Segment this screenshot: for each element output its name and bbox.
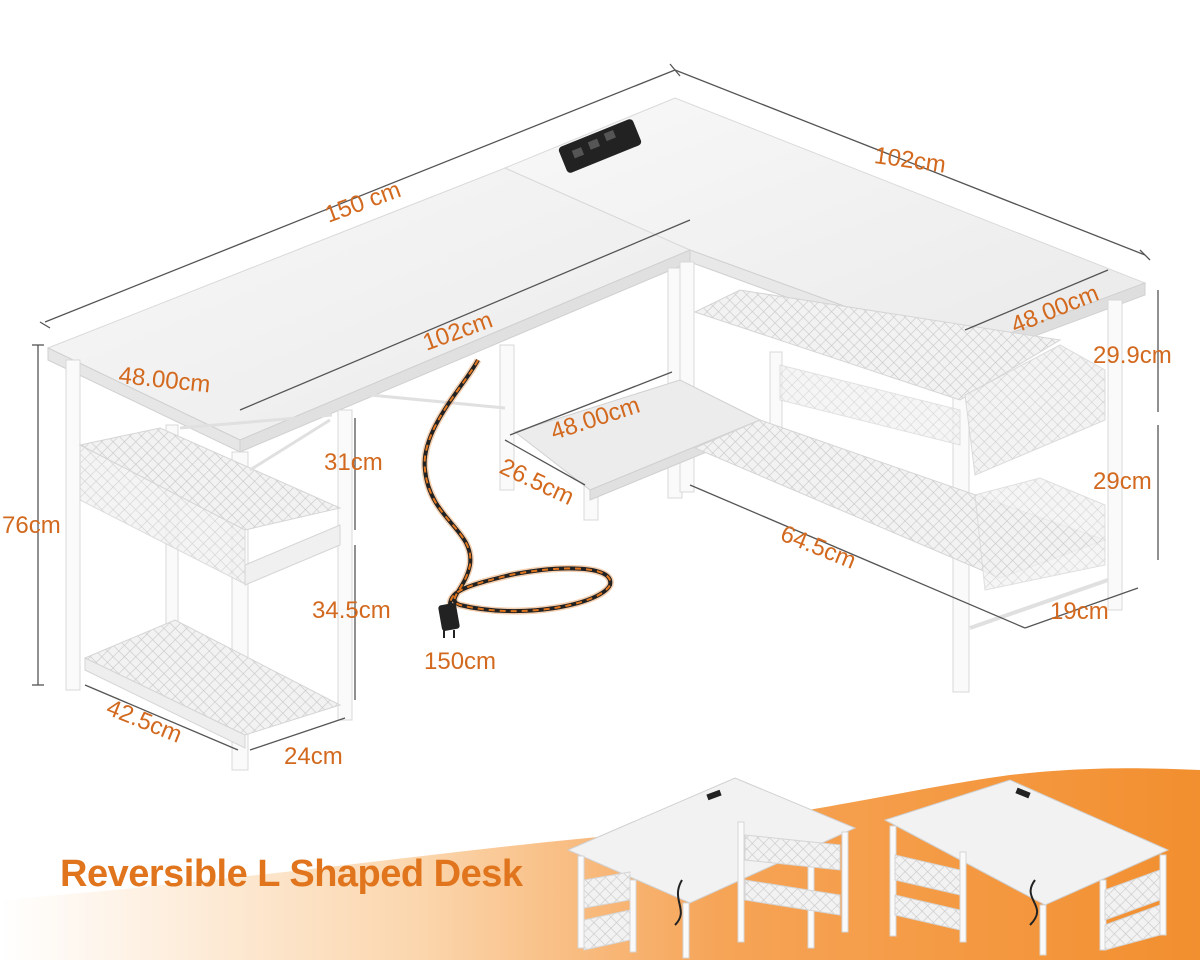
power-outlet-icon bbox=[558, 119, 642, 173]
dim-29-9cm: 29.9cm bbox=[1093, 342, 1172, 369]
dim-19cm: 19cm bbox=[1050, 598, 1109, 625]
dim-31cm: 31cm bbox=[324, 449, 383, 476]
plug-icon bbox=[438, 603, 460, 638]
dim-150cm-cord: 150cm bbox=[424, 648, 497, 675]
dim-34-5cm: 34.5cm bbox=[312, 597, 391, 624]
left-shelves bbox=[78, 413, 342, 749]
dim-76cm: 76cm bbox=[2, 512, 61, 539]
power-cord bbox=[421, 358, 614, 615]
dim-24cm: 24cm bbox=[284, 743, 343, 770]
product-headline: Reversible L Shaped Desk bbox=[60, 853, 523, 895]
dim-29cm: 29cm bbox=[1093, 468, 1152, 495]
thumbnail-right-orientation bbox=[883, 779, 1170, 956]
thumbnail-left-orientation bbox=[566, 777, 857, 959]
dimension-lines bbox=[32, 63, 1159, 751]
right-shelves bbox=[693, 289, 1109, 630]
